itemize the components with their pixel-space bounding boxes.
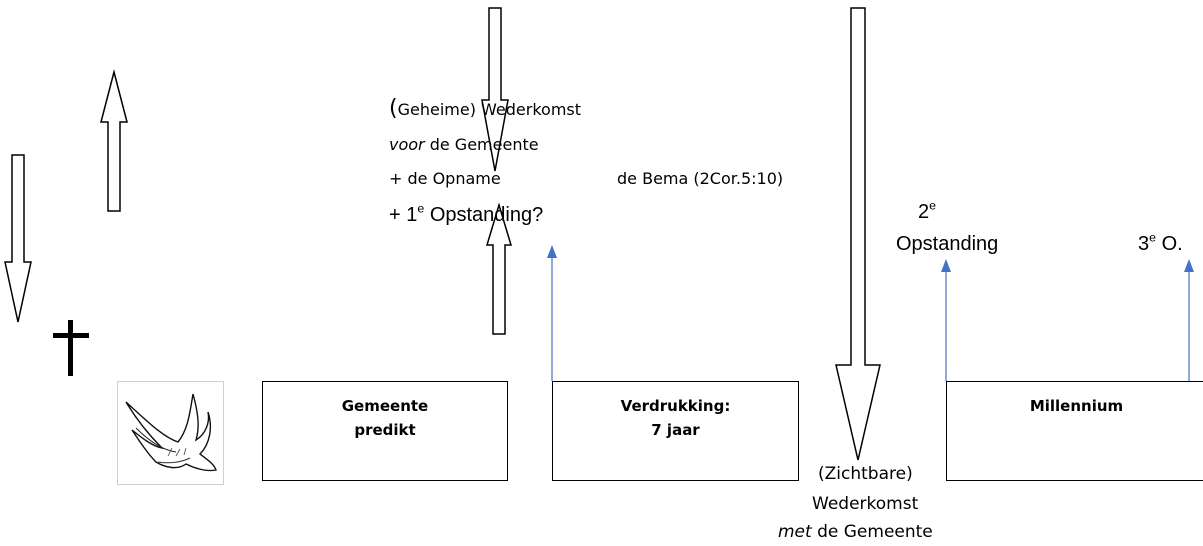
second-resurrection-digit: 2 [918,201,930,223]
secret-return-text: Geheime) Wederkomst [397,100,582,119]
visible-return-line2: Wederkomst [812,494,919,514]
visible-return-text: de Gemeente [811,522,933,542]
church-box-line2: predikt [354,421,416,439]
third-resurrection-digit: 3 [1138,233,1150,255]
church-preaches-box: Gemeente predikt [262,381,508,481]
secret-return-line: (Geheime) Wederkomst [389,98,581,121]
third-resurrection-sup: e [1149,230,1157,245]
millennium-box-line1: Millennium [1029,397,1124,415]
millennium-box: Millennium [946,381,1203,481]
secret-return-paren: ( [389,96,398,121]
first-resurrection-prefix: + 1 [389,204,418,226]
second-resurrection-word: Opstanding [896,233,999,255]
for-church-line: voor de Gemeente [389,134,539,156]
tribulation-box-line1: Verdrukking: [620,397,731,415]
tribulation-box: Verdrukking: 7 jaar [552,381,799,481]
visible-return-line3: met de Gemeente [778,521,933,543]
for-church-italic: voor [389,135,425,154]
up-arrow-rapture-icon [485,202,513,335]
visible-return-italic: met [778,522,812,542]
third-resurrection-label: 3e O. [1138,230,1183,256]
first-resurrection-sup: e [417,201,425,216]
cross-icon [53,320,89,376]
down-arrow-secret-return-icon [481,7,509,172]
visible-return-line1: (Zichtbare) [818,464,913,484]
church-box-line1: Gemeente [341,397,429,415]
down-arrow-visible-return-icon [835,7,881,461]
up-arrow-ascension-icon [100,69,128,212]
for-church-text: de Gemeente [424,135,539,154]
dove-image [117,381,224,485]
first-resurrection-label: + 1e Opstanding? [389,201,544,227]
rapture-line: + de Opname [389,169,501,188]
second-resurrection-sup: e [929,198,937,213]
third-resurrection-text: O. [1156,233,1183,255]
bema-label: de Bema (2Cor.5:10) [617,169,784,188]
tribulation-box-line2: 7 jaar [651,421,700,439]
marker-line-tribulation [547,245,557,381]
first-resurrection-text: Opstanding? [424,204,544,226]
down-arrow-left-icon [4,154,32,323]
second-resurrection-number: 2e [918,198,937,224]
dove-icon [125,393,217,472]
marker-line-second-resurrection [941,259,951,381]
